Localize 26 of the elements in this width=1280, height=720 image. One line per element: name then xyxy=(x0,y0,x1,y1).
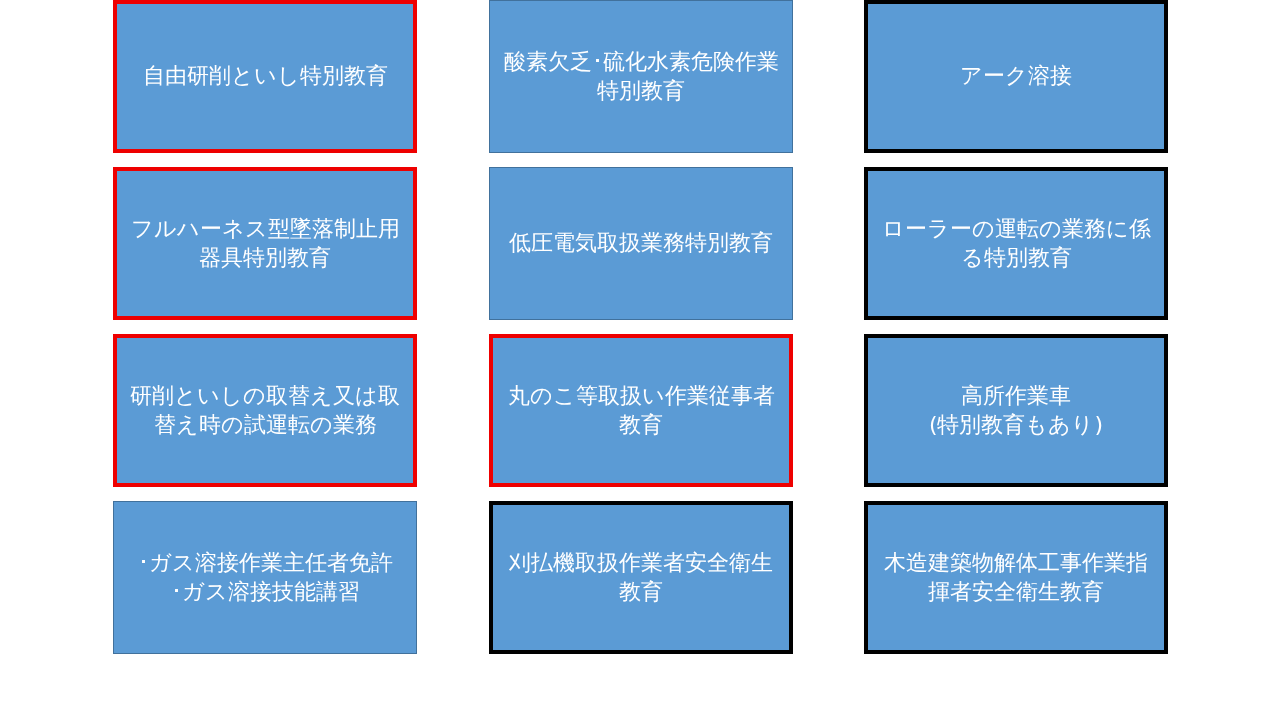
course-label: 高所作業車 xyxy=(961,382,1071,411)
course-label: (特別教育もあり) xyxy=(928,410,1104,439)
course-label: 刈払機取扱作業者安全衛生教育 xyxy=(508,549,774,606)
course-box xyxy=(489,501,793,654)
course-box xyxy=(489,0,793,153)
course-box xyxy=(489,334,793,487)
course-label: 低圧電気取扱業務特別教育 xyxy=(509,229,773,258)
course-label: ･ガス溶接作業主任者免許 xyxy=(137,549,393,578)
course-label: アーク溶接 xyxy=(960,62,1072,91)
course-label: 研削といしの取替え又は取替え時の試運転の業務 xyxy=(129,382,401,439)
course-label: 自由研削といし特別教育 xyxy=(142,62,388,91)
course-label: 酸素欠乏･硫化水素危険作業特別教育 xyxy=(502,48,780,105)
course-box xyxy=(113,501,417,654)
course-box xyxy=(113,334,417,487)
course-box xyxy=(113,167,417,320)
course-box xyxy=(864,501,1168,654)
course-box xyxy=(864,0,1168,153)
course-box xyxy=(864,167,1168,320)
course-box xyxy=(489,167,793,320)
course-label: ローラーの運転の業務に係る特別教育 xyxy=(880,215,1152,272)
course-label: フルハーネス型墜落制止用器具特別教育 xyxy=(129,215,401,272)
course-label: ･ガス溶接技能講習 xyxy=(170,577,360,606)
course-label: 木造建築物解体工事作業指揮者安全衛生教育 xyxy=(883,549,1149,606)
course-box xyxy=(864,334,1168,487)
course-box xyxy=(113,0,417,153)
course-label: 丸のこ等取扱い作業従事者教育 xyxy=(506,382,776,439)
